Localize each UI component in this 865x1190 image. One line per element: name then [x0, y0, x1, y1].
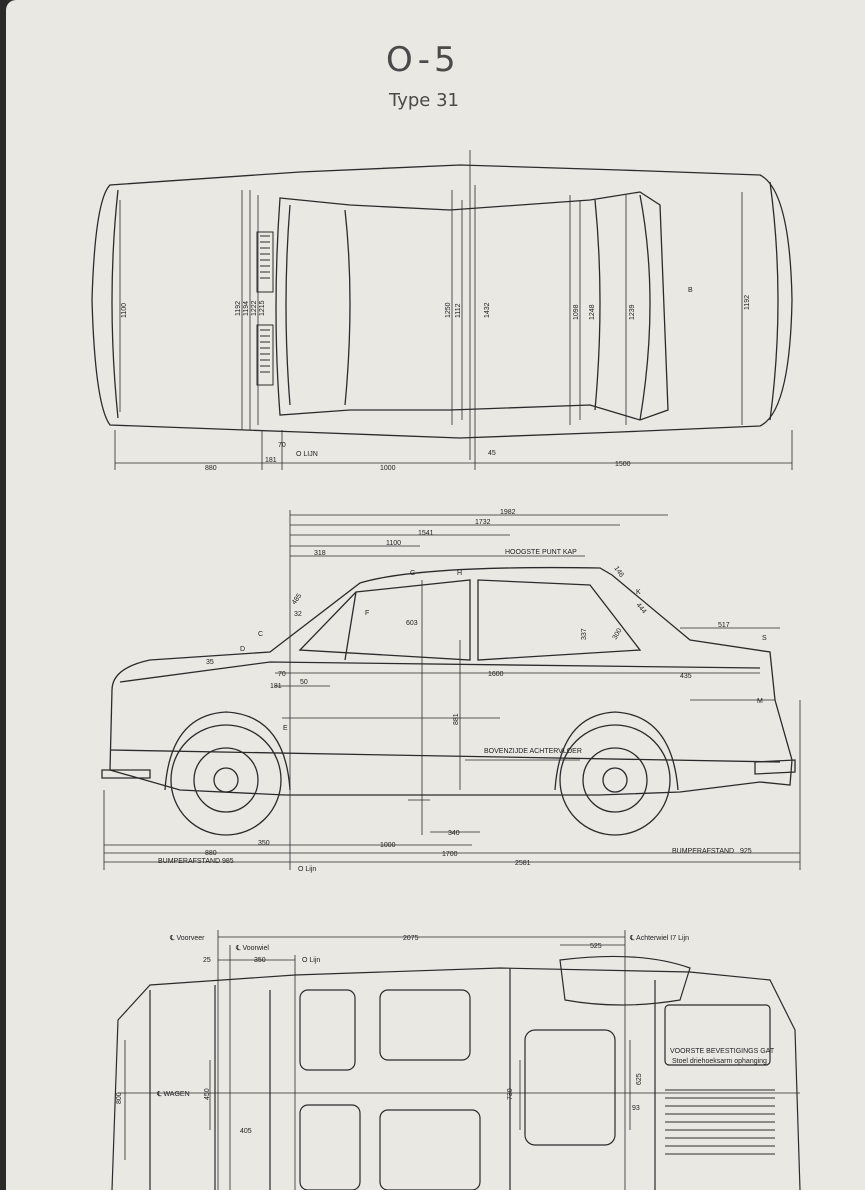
- drawing-sheet: O-5 Type 31: [6, 0, 865, 1190]
- dim-50: 50: [300, 679, 308, 686]
- dim-337: 337: [581, 628, 588, 640]
- label-g: G: [410, 570, 415, 577]
- label-bumperafstand-front: BUMPERAFSTAND: [158, 858, 220, 865]
- dim-1222: 1222: [251, 300, 258, 316]
- dim-318: 318: [314, 550, 326, 557]
- label-voorste-bevestigings-gat: VOORSTE BEVESTIGINGS GAT: [670, 1048, 775, 1055]
- dim-1194: 1194: [243, 301, 250, 316]
- dim-1982: 1982: [500, 509, 516, 516]
- dim-350-bottom: 350: [254, 957, 266, 964]
- label-e: E: [283, 725, 288, 732]
- dim-1215: 1215: [259, 300, 266, 316]
- dim-1192: 1192: [235, 301, 242, 316]
- dim-800: 800: [116, 1092, 123, 1104]
- label-bumperafstand-rear: BUMPERAFSTAND: [672, 848, 734, 855]
- dim-1239: 1239: [629, 304, 636, 320]
- dim-1600: 1600: [488, 671, 504, 678]
- dim-485: 485: [291, 592, 303, 606]
- dim-181-side: 181: [270, 683, 282, 690]
- label-voorwiel: ℄ Voorwiel: [235, 945, 269, 952]
- label-k: K: [636, 589, 641, 596]
- page-title: O-5: [386, 40, 460, 80]
- dim-45: 45: [488, 450, 496, 457]
- label-o-lijn-top: O LIJN: [296, 451, 318, 458]
- label-wagen: ℄ WAGEN: [156, 1091, 190, 1098]
- dim-1000-side: 1000: [380, 842, 396, 849]
- dim-25: 25: [203, 957, 211, 964]
- dim-1100: 1100: [121, 303, 128, 318]
- label-hoogste-punt-kap: HOOGSTE PUNT KAP: [505, 549, 577, 556]
- dim-435: 435: [680, 673, 692, 680]
- dim-603: 603: [406, 620, 418, 627]
- label-s: S: [762, 635, 767, 642]
- dim-1250: 1250: [445, 302, 452, 318]
- dim-881: 881: [453, 713, 460, 725]
- dim-70-side: 70: [278, 671, 286, 678]
- page-subtitle: Type 31: [389, 90, 459, 111]
- dim-880-top: 880: [205, 465, 217, 472]
- dim-444: 444: [634, 602, 647, 616]
- dim-517: 517: [718, 622, 730, 629]
- dim-985: 985: [222, 858, 234, 865]
- label-d: D: [240, 646, 245, 653]
- dim-93: 93: [632, 1105, 640, 1112]
- label-h: H: [457, 570, 462, 577]
- dim-1000-top: 1000: [380, 465, 396, 472]
- dim-1112: 1112: [455, 303, 462, 318]
- dim-880-side: 880: [205, 850, 217, 857]
- label-stoel-driehoeksarm: Stoel driehoeksarm ophanging: [672, 1058, 767, 1065]
- top-view: [91, 150, 793, 470]
- side-view: [101, 510, 801, 870]
- dim-405: 405: [240, 1128, 252, 1135]
- bottom-view: [111, 930, 801, 1190]
- dim-32: 32: [294, 611, 302, 618]
- dim-525: 525: [590, 943, 602, 950]
- dim-925: 925: [740, 848, 752, 855]
- label-voorveer: ℄ Voorveer: [169, 935, 205, 942]
- top-view-labels: 1100 1192 1194 1222 1215 1250 1112 1432 …: [121, 287, 751, 472]
- dim-1700: 1700: [442, 851, 458, 858]
- label-bovenzijde-achtervloer: BOVENZIJDE ACHTERVLOER: [484, 748, 582, 755]
- dim-35: 35: [206, 659, 214, 666]
- label-b: B: [688, 287, 693, 294]
- dim-1500: 1500: [615, 461, 631, 468]
- dim-1432: 1432: [484, 302, 491, 318]
- dim-1541: 1541: [418, 530, 434, 537]
- dim-730: 730: [507, 1088, 514, 1100]
- label-m: M: [757, 698, 763, 705]
- dim-625: 625: [636, 1073, 643, 1085]
- dim-70: 70: [278, 442, 286, 449]
- label-o-lijn-bottom: O Lijn: [302, 957, 320, 964]
- dim-1248: 1248: [589, 304, 596, 320]
- label-o-lijn-side: O Lijn: [298, 866, 316, 873]
- dim-350-side: 350: [258, 840, 270, 847]
- label-c: C: [258, 631, 263, 638]
- dim-1098: 1098: [573, 304, 580, 320]
- dim-450: 450: [204, 1088, 211, 1100]
- dim-340: 340: [448, 830, 460, 837]
- bottom-view-labels: ℄ Voorveer ℄ Voorwiel 2075 525 ℄ Achterw…: [116, 935, 775, 1135]
- label-f: F: [365, 610, 369, 617]
- side-view-labels: 1982 1732 1541 1100 318 HOOGSTE PUNT KAP…: [158, 509, 767, 873]
- dim-2581: 2581: [515, 860, 531, 867]
- dim-1192-rear: 1192: [744, 295, 751, 310]
- dim-181: 181: [265, 457, 277, 464]
- dim-2075: 2075: [403, 935, 419, 942]
- dim-1732: 1732: [475, 519, 491, 526]
- dim-300: 300: [612, 627, 624, 641]
- label-achterwiel: ℄ Achterwiel I7 Lijn: [629, 935, 689, 942]
- dim-1100-side: 1100: [386, 540, 401, 547]
